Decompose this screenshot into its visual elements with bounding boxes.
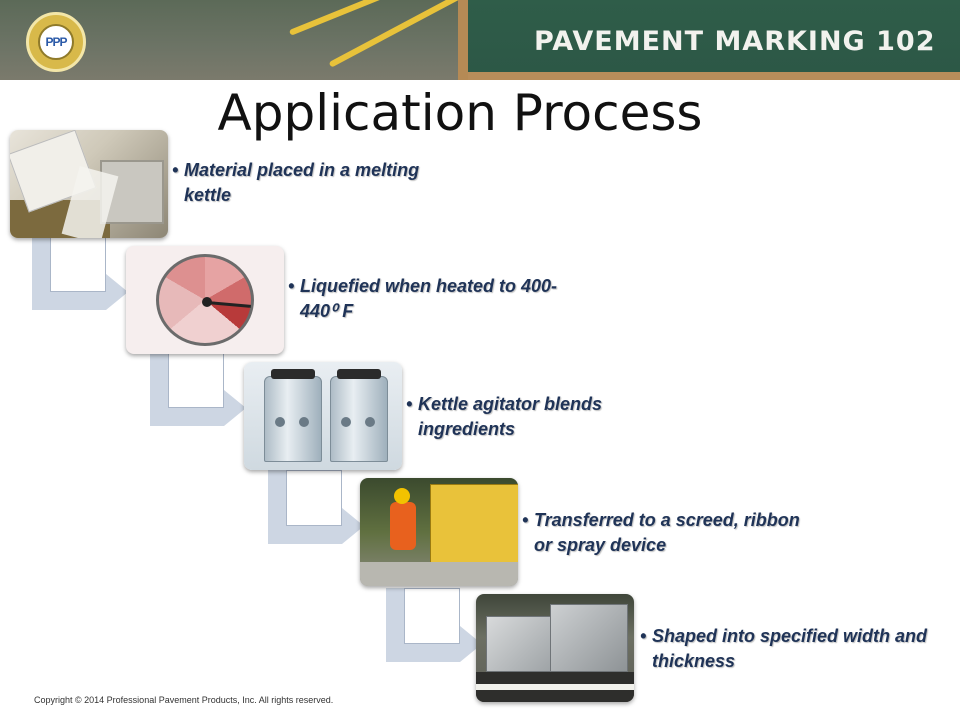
chalkboard-frame xyxy=(468,72,960,80)
connector-arrow xyxy=(224,390,246,426)
step-connector xyxy=(32,236,106,310)
temperature-gauge-image xyxy=(126,246,284,354)
copyright-text: Copyright © 2014 Professional Pavement P… xyxy=(34,695,334,705)
bullet-icon: • xyxy=(640,626,647,646)
bullet-icon: • xyxy=(406,394,413,414)
slide-title: Application Process xyxy=(217,84,703,142)
step-connector xyxy=(268,470,342,544)
gauge-needle xyxy=(206,301,251,308)
bullet-icon: • xyxy=(288,276,295,296)
chalkboard xyxy=(458,0,960,80)
step-1-text: • Material placed in a melting kettle xyxy=(172,158,424,208)
connector-arrow xyxy=(342,508,364,544)
step-1-label: Material placed in a melting kettle xyxy=(184,160,420,205)
screed-device-image xyxy=(476,594,634,702)
step-5-text: • Shaped into specified width and thickn… xyxy=(640,624,942,674)
step-4-label: Transferred to a screed, ribbon or spray… xyxy=(534,510,800,555)
company-logo: PPP xyxy=(26,12,86,72)
logo-text: PPP xyxy=(45,35,67,49)
kettle-tanks-image xyxy=(244,362,402,470)
step-2-label: Liquefied when heated to 400-440⁰ F xyxy=(300,276,558,321)
step-connector xyxy=(150,352,224,426)
step-2-text: • Liquefied when heated to 400-440⁰ F xyxy=(288,274,580,324)
worker-transfer-image xyxy=(360,478,518,586)
logo-inner: PPP xyxy=(38,24,74,60)
bullet-icon: • xyxy=(522,510,529,530)
step-4-text: • Transferred to a screed, ribbon or spr… xyxy=(522,508,814,558)
step-5-label: Shaped into specified width and thicknes… xyxy=(652,626,928,671)
step-3-label: Kettle agitator blends ingredients xyxy=(418,394,603,439)
header-banner: PAVEMENT MARKING 102 PPP xyxy=(0,0,960,80)
step-connector xyxy=(386,588,460,662)
banner-title: PAVEMENT MARKING 102 xyxy=(534,26,936,57)
gauge-dial xyxy=(156,254,254,346)
step-3-text: • Kettle agitator blends ingredients xyxy=(406,392,678,442)
bullet-icon: • xyxy=(172,160,179,180)
powder-pouring-image xyxy=(10,130,168,238)
connector-arrow xyxy=(106,274,128,310)
